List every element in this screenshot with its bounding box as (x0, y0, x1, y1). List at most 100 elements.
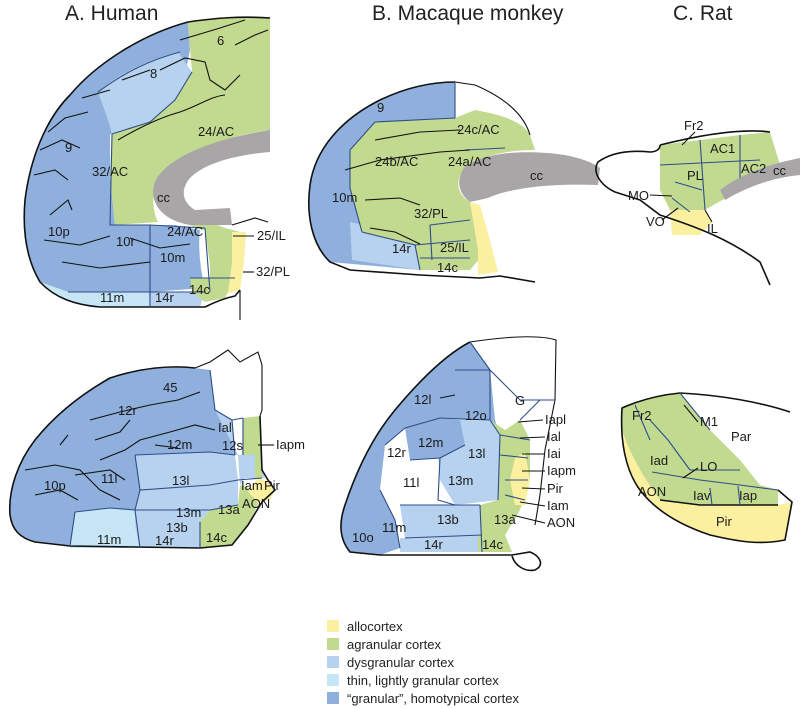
label-macaque-orb-iapl: Iapl (545, 412, 566, 427)
label-human-11m: 11m (100, 290, 124, 305)
human-orbital-13a-region (200, 485, 258, 548)
macaque-medial-agranular-region (350, 110, 535, 270)
label-rat-pl: PL (687, 168, 703, 183)
human-orbital-11m-region (70, 508, 140, 548)
label-macaque-orb-12l: 12l (414, 392, 431, 407)
macaque-medial-granular-region (308, 82, 455, 270)
human-orbital-13m-region (135, 480, 238, 512)
legend-item: “granular”, homotypical cortex (327, 689, 519, 707)
label-macaque-orb-13l: 13l (468, 446, 485, 461)
human-medial-14r-region (148, 292, 205, 307)
rat-medial-map: Fr2 AC1 AC2 PL cc MO VO IL (595, 118, 800, 286)
macaque-orbital-allocortex (510, 452, 530, 505)
title-rat: C. Rat (673, 2, 733, 25)
label-human-orb-12r: 12r (118, 403, 137, 418)
human-orbital-outline (8, 366, 277, 549)
label-macaque-orb-13m: 13m (448, 473, 473, 488)
label-macaque-orb-10o: 10o (352, 530, 374, 545)
label-human-orb-14r: 14r (155, 533, 174, 548)
label-macaque-14r: 14r (392, 241, 411, 256)
legend-swatch (327, 638, 339, 650)
macaque-medial-outline (308, 81, 536, 283)
label-human-cc: cc (157, 190, 171, 205)
label-rat-ac1: AC1 (710, 141, 735, 156)
macaque-orbital-14r-region (400, 535, 482, 552)
label-human-orb-aon: AON (242, 496, 270, 511)
human-medial-map: 6 8 9 24/AC 32/AC cc 10p 10r 10m 24/AC 2… (23, 16, 290, 320)
label-human-orb-iam: Iam (241, 478, 263, 493)
label-macaque-orb-11m: 11m (382, 520, 406, 535)
label-human-24ac-low: 24/AC (167, 224, 203, 239)
human-medial-outline (23, 16, 271, 308)
label-macaque-32pl: 32/PL (414, 206, 448, 221)
label-rat-orb-m1: M1 (700, 414, 718, 429)
label-human-orb-10p: 10p (44, 478, 66, 493)
rat-medial-allocortex (670, 210, 712, 235)
human-medial-dysgranular-region (98, 52, 192, 134)
label-macaque-9: 9 (377, 100, 384, 115)
macaque-orbital-13b-region (400, 505, 482, 540)
label-macaque-orb-14c: 14c (482, 537, 503, 552)
legend-swatch (327, 620, 339, 632)
macaque-orbital-14c-region (478, 535, 512, 552)
label-rat-orb-iap: Iap (739, 488, 757, 503)
label-human-orb-iapm: Iapm (276, 437, 305, 452)
macaque-medial-corpus-callosum (459, 152, 600, 202)
human-medial-14c-region (190, 278, 235, 302)
label-human-orb-11l: 11l (101, 471, 117, 486)
label-macaque-orb-iam: Iam (547, 498, 569, 513)
legend-swatch (327, 692, 339, 704)
label-human-32pl: 32/PL (256, 264, 290, 279)
label-human-14r: 14r (155, 290, 174, 305)
legend-label: thin, lightly granular cortex (347, 672, 499, 688)
label-macaque-orb-12o: 12o (465, 408, 487, 423)
legend-label: “granular”, homotypical cortex (347, 690, 519, 706)
label-rat-mo: MO (628, 188, 649, 203)
label-macaque-orb-14r: 14r (424, 537, 443, 552)
rat-medial-agranular-region (660, 132, 780, 212)
label-macaque-24cac: 24c/AC (457, 122, 500, 137)
legend-item: allocortex (327, 617, 519, 635)
rat-orbital-agranular-region (622, 393, 778, 505)
label-macaque-24aac: 24a/AC (448, 154, 491, 169)
label-rat-il: IL (707, 221, 718, 236)
label-human-25il: 25/IL (257, 228, 286, 243)
label-rat-orb-aon: AON (638, 484, 666, 499)
label-rat-vo: VO (646, 214, 665, 229)
label-macaque-orb-pir: Pir (547, 481, 564, 496)
macaque-medial-allocortex (470, 202, 498, 275)
label-macaque-orb-ial: Ial (547, 429, 561, 444)
legend-swatch (327, 656, 339, 668)
label-macaque-10m: 10m (332, 190, 357, 205)
label-human-orb-13m: 13m (176, 505, 201, 520)
human-medial-corpus-callosum (153, 130, 270, 225)
label-macaque-orb-13a: 13a (494, 512, 516, 527)
macaque-orbital-map: 12l G 12o 12m 12r 13l 11l 13m 13b 13a 11… (340, 336, 576, 572)
label-human-orb-13b: 13b (166, 520, 188, 535)
human-orbital-dysgranular-region (135, 452, 238, 490)
label-human-32ac: 32/AC (92, 164, 128, 179)
label-rat-orb-fr2: Fr2 (632, 408, 652, 423)
label-rat-fr2: Fr2 (684, 118, 704, 133)
legend-label: dysgranular cortex (347, 654, 454, 670)
label-rat-orb-iad: Iad (650, 453, 668, 468)
label-macaque-cc: cc (530, 168, 544, 183)
rat-medial-corpus-callosum (720, 158, 800, 200)
macaque-medial-map: 9 24c/AC 24b/AC 24a/AC 10m cc 32/PL 25/I… (308, 81, 600, 283)
macaque-orbital-12m-region (405, 418, 465, 460)
legend-item: dysgranular cortex (327, 653, 519, 671)
rat-orbital-map: Fr2 M1 Par Iad LO AON Iav Iap Pir (620, 392, 793, 544)
human-orbital-14r-region (135, 510, 210, 548)
label-human-6: 6 (217, 33, 224, 48)
label-human-orb-ial: Ial (218, 420, 232, 435)
human-orbital-agranular-region (243, 416, 262, 478)
label-macaque-orb-aon: AON (547, 515, 575, 530)
legend-label: agranular cortex (347, 636, 441, 652)
human-medial-thin-region (40, 282, 150, 307)
rat-orbital-outline (620, 392, 793, 544)
label-human-orb-13a: 13a (218, 502, 240, 517)
title-macaque: B. Macaque monkey (372, 2, 564, 25)
label-human-9: 9 (65, 140, 72, 155)
